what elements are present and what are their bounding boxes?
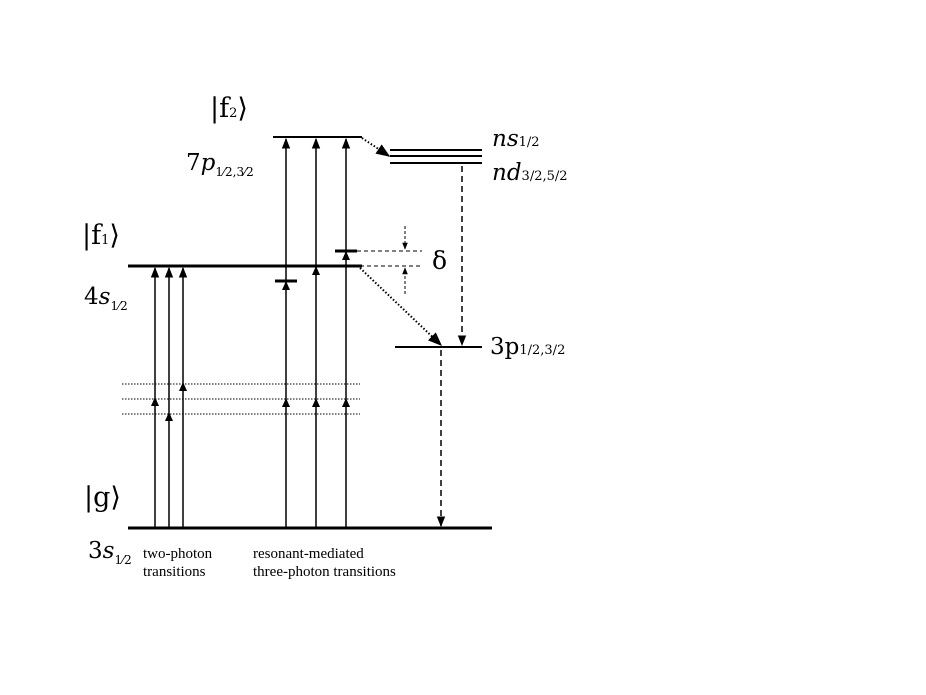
state-nd-sub: 3/2,5/2 [521,169,568,184]
state-3p-text: 3p [490,334,520,360]
state-3s-label: 3s1⁄2 [88,538,132,567]
ket-g-text: g [93,482,111,513]
f2-to-rydberg-decay [361,137,391,157]
state-ns-text: ns [492,126,519,152]
two-photon-arrows [150,266,188,528]
three-photon-caption-line1: resonant-mediated [253,546,364,562]
state-3s-frac: 1⁄2 [114,553,132,567]
two-photon-mid-arrowhead-1 [151,397,159,406]
three-photon-mid-arrowhead-3b [342,251,350,260]
three-photon-arrows [281,137,351,528]
state-7p-letter: p [200,150,216,176]
ket-f1-sub: 1 [101,233,110,248]
ket-f2-sub: 2 [229,106,238,121]
ket-g-label: |g⟩ [84,482,121,513]
three-photon-mid-arrowhead-1b [282,281,290,290]
three-photon-caption-line2: three-photon transitions [253,564,396,580]
three-photon-mid-arrowhead-1a [282,398,290,407]
three-photon-caption: resonant-mediated three-photon transitio… [253,545,396,581]
state-7p-frac: 1⁄2,3⁄2 [215,165,254,179]
state-4s-number: 4 [84,284,99,310]
two-photon-caption-line2: transitions [143,564,206,580]
delta-indicator [357,226,422,294]
three-photon-mid-arrowhead-3a [342,398,350,407]
two-photon-mid-arrowhead-2 [165,412,173,421]
state-nd-text: nd [492,160,522,186]
state-ns-sub: 1/2 [518,135,540,150]
three-photon-mid-arrowhead-2b [312,266,320,275]
state-4s-label: 4s1⁄2 [84,284,128,313]
two-photon-mid-arrowhead-3 [179,382,187,391]
state-3p-label: 3p1/2,3/2 [490,336,565,359]
state-7p-label: 7p1⁄2,3⁄2 [186,150,254,179]
state-3s-letter: s [102,538,115,564]
ket-f2-label: |f2⟩ [210,93,248,124]
three-photon-mid-arrowhead-2a [312,398,320,407]
state-4s-letter: s [98,284,111,310]
state-3s-number: 3 [88,538,103,564]
two-photon-caption-line1: two-photon [143,546,213,562]
ket-f1-text: f [91,220,102,251]
two-photon-caption: two-photon transitions [143,545,212,581]
state-ns-label: ns1/2 [492,128,540,151]
ket-f2-text: f [219,93,230,124]
delta-label: δ [432,246,448,275]
state-7p-number: 7 [186,150,201,176]
state-4s-frac: 1⁄2 [110,299,128,313]
state-nd-label: nd3/2,5/2 [492,162,568,185]
state-3p-sub: 1/2,3/2 [519,343,566,358]
f1-to-3p-decay [359,267,443,346]
ket-f1-label: |f1⟩ [82,220,120,251]
